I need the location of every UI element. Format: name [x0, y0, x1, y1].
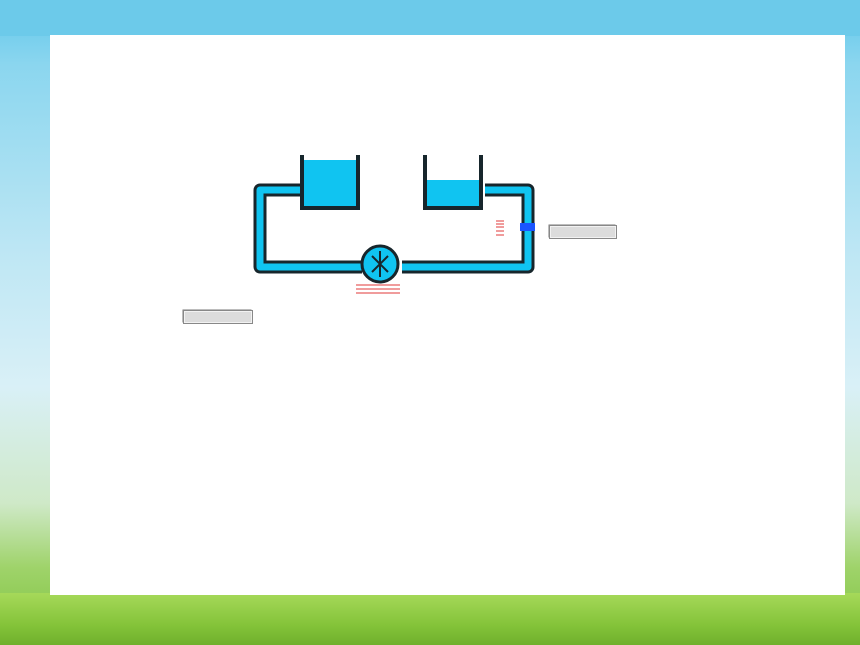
valve-icon [520, 223, 535, 231]
valve-label-marks [496, 220, 504, 236]
left-action-button[interactable] [183, 310, 253, 324]
pump-impeller-icon [371, 251, 389, 277]
right-action-button[interactable] [549, 225, 617, 239]
left-tank-water [302, 160, 358, 208]
right-tank-walls [423, 155, 483, 210]
slide-panel [50, 35, 845, 595]
pump-label-marks [356, 284, 400, 294]
left-tank-walls [300, 155, 360, 210]
bottom-grass [0, 593, 860, 645]
right-tank-water [425, 180, 481, 208]
top-sky-band [0, 0, 860, 36]
pump-circuit-diagram [182, 155, 616, 323]
